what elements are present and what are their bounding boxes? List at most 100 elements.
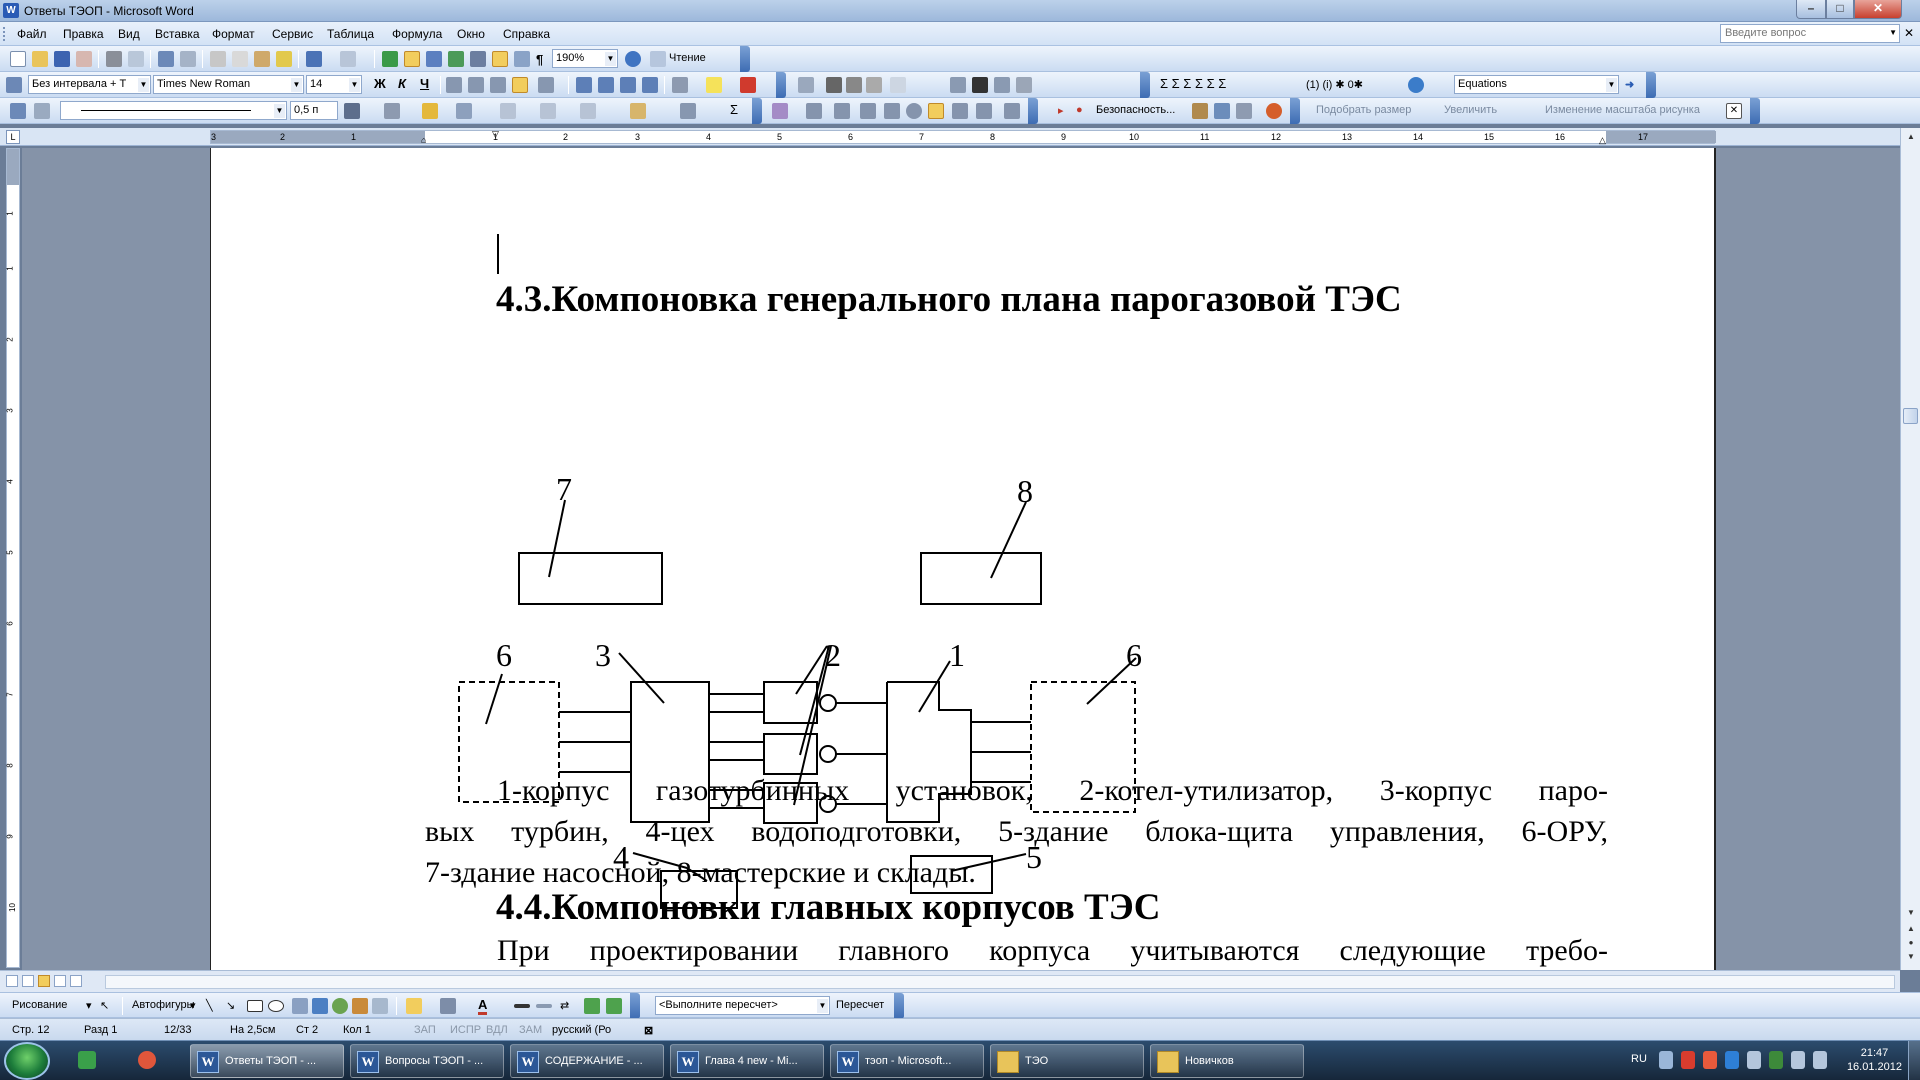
menu-table[interactable]: Таблица bbox=[327, 27, 375, 41]
new-document-icon[interactable] bbox=[10, 51, 26, 67]
menu-edit[interactable]: Правка bbox=[63, 27, 104, 41]
close-icon[interactable]: ✕ bbox=[1726, 103, 1742, 119]
vertical-ruler[interactable]: 1 1 2 3 4 5 6 7 8 9 10 bbox=[6, 148, 20, 968]
toolbar-options-icon[interactable] bbox=[752, 98, 762, 124]
picture-icon[interactable] bbox=[798, 77, 814, 93]
bluetooth-icon[interactable] bbox=[1725, 1051, 1739, 1069]
bold-icon[interactable]: Ж bbox=[374, 76, 386, 91]
toolbar-options-icon[interactable] bbox=[630, 993, 640, 1019]
tray-icon[interactable] bbox=[1813, 1051, 1827, 1069]
select-objects-icon[interactable]: ↖ bbox=[100, 1000, 110, 1012]
insert-table-icon[interactable] bbox=[426, 51, 442, 67]
security-button[interactable]: Безопасность... bbox=[1096, 104, 1176, 116]
status-record[interactable]: ЗАП bbox=[414, 1024, 436, 1036]
redo-icon[interactable] bbox=[340, 51, 356, 67]
macro-record-icon[interactable]: ● bbox=[1076, 104, 1083, 116]
antivirus-icon[interactable] bbox=[1703, 1051, 1717, 1069]
scroll-down-icon[interactable]: ▼ bbox=[1907, 908, 1915, 917]
chrome-icon[interactable] bbox=[138, 1051, 156, 1069]
enclose-char-icon[interactable] bbox=[884, 103, 900, 119]
power-icon[interactable] bbox=[1791, 1051, 1805, 1069]
chevron-down-icon[interactable]: ▼ bbox=[274, 104, 285, 118]
decrease-indent-icon[interactable] bbox=[620, 77, 636, 93]
status-overtype[interactable]: ЗАМ bbox=[519, 1024, 543, 1036]
web-view-icon[interactable] bbox=[22, 975, 34, 987]
normal-view-icon[interactable] bbox=[6, 975, 18, 987]
line-tool-icon[interactable]: ╲ bbox=[206, 1000, 213, 1012]
font-size-combo[interactable]: 14 ▼ bbox=[306, 75, 362, 94]
line-weight-combo[interactable]: 0,5 п bbox=[290, 101, 338, 120]
open-icon[interactable] bbox=[32, 51, 48, 67]
brightness-icon[interactable] bbox=[866, 77, 882, 93]
align-right-icon[interactable] bbox=[490, 77, 506, 93]
figure-caption[interactable]: 1-корпус газотурбинных установок, 2-коте… bbox=[425, 770, 1608, 893]
reading-button[interactable]: Чтение bbox=[669, 52, 706, 64]
drawing-menu[interactable]: Рисование bbox=[12, 999, 68, 1011]
toolbar-options-icon[interactable] bbox=[1028, 98, 1038, 124]
menu-help[interactable]: Справка bbox=[503, 27, 551, 41]
tray-icon[interactable] bbox=[1681, 1051, 1695, 1069]
menu-tools[interactable]: Сервис bbox=[272, 27, 314, 41]
chevron-down-icon[interactable]: ▼ bbox=[349, 78, 360, 92]
script-editor-icon[interactable] bbox=[1236, 103, 1252, 119]
fit-size-button[interactable]: Подобрать размер bbox=[1316, 104, 1412, 116]
chain-icon[interactable] bbox=[1266, 103, 1282, 119]
underline-icon[interactable]: Ч bbox=[420, 76, 430, 91]
heading-4-3[interactable]: 4.3.Компоновка генерального плана парога… bbox=[496, 279, 1402, 320]
increase-indent-icon[interactable] bbox=[642, 77, 658, 93]
toolbar-options-icon[interactable] bbox=[1140, 72, 1150, 98]
font-color-icon[interactable]: A bbox=[478, 997, 488, 1015]
taskbar-item[interactable]: Новичков bbox=[1150, 1044, 1304, 1078]
network-monitor-icon[interactable] bbox=[78, 1051, 96, 1069]
horizontal-ruler[interactable]: 3 2 1 1 2 3 4 5 6 7 8 9 10 11 12 13 14 1… bbox=[210, 129, 1716, 145]
outline-view-icon[interactable] bbox=[54, 975, 66, 987]
line-spacing-icon[interactable] bbox=[538, 77, 554, 93]
horizontal-scrollbar[interactable] bbox=[105, 975, 1895, 989]
clock[interactable]: 21:47 16.01.2012 bbox=[1847, 1046, 1902, 1074]
autoformat-icon[interactable] bbox=[630, 103, 646, 119]
start-button[interactable] bbox=[4, 1042, 50, 1080]
paste-icon[interactable] bbox=[254, 51, 270, 67]
crop-icon[interactable] bbox=[826, 77, 842, 93]
menu-window[interactable]: Окно bbox=[457, 27, 485, 41]
chevron-down-icon[interactable]: ▼ bbox=[138, 78, 149, 92]
contrast-icon[interactable] bbox=[846, 77, 862, 93]
language-indicator[interactable]: RU bbox=[1631, 1053, 1647, 1065]
text-direction-icon[interactable] bbox=[772, 103, 788, 119]
document-close-icon[interactable]: ✕ bbox=[1903, 26, 1915, 40]
next-page-icon[interactable]: ▼ bbox=[1907, 952, 1915, 961]
align-left-icon[interactable] bbox=[446, 77, 462, 93]
print-layout-icon[interactable] bbox=[38, 975, 50, 987]
char-border-icon[interactable] bbox=[928, 103, 944, 119]
undo-icon[interactable] bbox=[306, 51, 322, 67]
rotate-icon[interactable] bbox=[890, 77, 906, 93]
menu-view[interactable]: Вид bbox=[118, 27, 140, 41]
close-button[interactable]: ✕ bbox=[1854, 0, 1902, 19]
columns-icon[interactable] bbox=[470, 51, 486, 67]
hyperlink-icon[interactable] bbox=[382, 51, 398, 67]
styles-icon[interactable] bbox=[6, 77, 22, 93]
research-icon[interactable] bbox=[180, 51, 196, 67]
insert-table-icon[interactable] bbox=[456, 103, 472, 119]
textbox-tool-icon[interactable] bbox=[292, 998, 308, 1014]
save-icon[interactable] bbox=[54, 51, 70, 67]
status-track-changes[interactable]: ИСПР bbox=[450, 1024, 482, 1036]
read-icon[interactable] bbox=[650, 51, 666, 67]
line-style-icon[interactable] bbox=[950, 77, 966, 93]
chevron-down-icon[interactable]: ▾ bbox=[86, 1000, 92, 1012]
toolbar-options-icon[interactable] bbox=[776, 72, 786, 98]
style-combo[interactable]: Без интервала + Т ▼ bbox=[28, 75, 151, 94]
distributed-icon[interactable] bbox=[952, 103, 968, 119]
toolbar-options-icon[interactable] bbox=[1646, 72, 1656, 98]
distribute-rows-icon[interactable] bbox=[580, 103, 596, 119]
menu-file[interactable]: Файл bbox=[17, 27, 47, 41]
phonetic-icon[interactable] bbox=[860, 103, 876, 119]
cut-icon[interactable] bbox=[210, 51, 226, 67]
print-icon[interactable] bbox=[106, 51, 122, 67]
border-color-icon[interactable] bbox=[344, 103, 360, 119]
char-scale-icon[interactable] bbox=[976, 103, 992, 119]
select-browse-object-icon[interactable]: ● bbox=[1908, 938, 1914, 947]
copy-icon[interactable] bbox=[232, 51, 248, 67]
fill-color-icon[interactable] bbox=[406, 998, 422, 1014]
permission-icon[interactable] bbox=[76, 51, 92, 67]
